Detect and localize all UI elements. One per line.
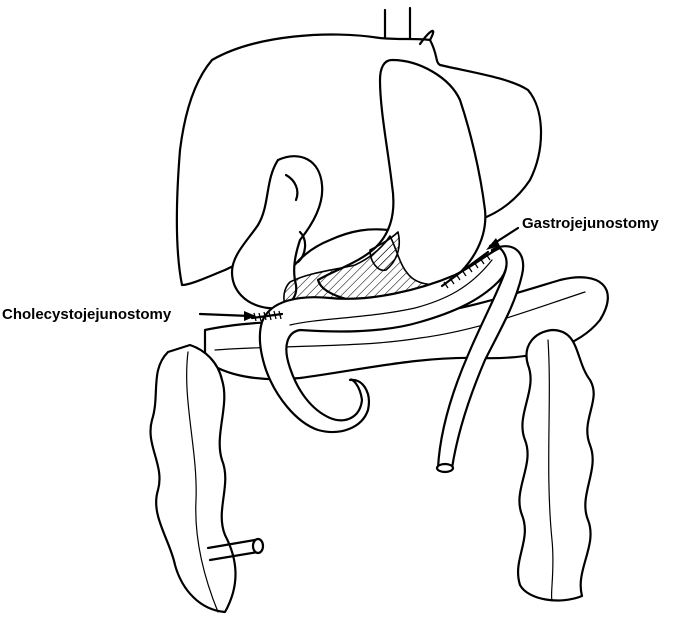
cholecystojejunostomy-label: Cholecystojejunostomy [2,306,172,323]
gastrojejunostomy-label: Gastrojejunostomy [522,215,659,232]
cholecystojejunostomy-pointer [200,311,256,321]
liver [177,31,541,285]
jejunum-end [437,464,453,472]
